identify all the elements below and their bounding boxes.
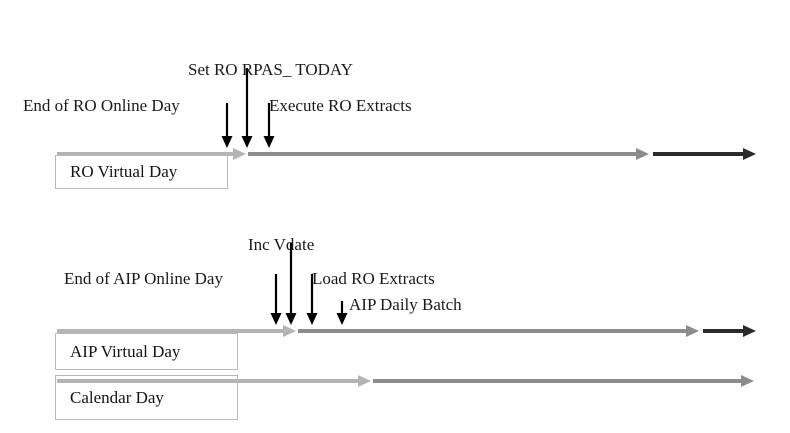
marker-label-end-of-ro-online-day: End of RO Online Day (23, 96, 180, 115)
ro-dark-segment (653, 148, 756, 160)
marker-arrow-end-of-ro-online-day (221, 103, 233, 148)
calendar-light-segment (57, 375, 371, 387)
day-box-label-ro-virtual-day: RO Virtual Day (70, 162, 178, 181)
marker-label-load-ro-extracts: Load RO Extracts (312, 269, 435, 288)
day-box-ro-virtual-day: RO Virtual Day (55, 155, 228, 189)
marker-label-aip-daily-batch: AIP Daily Batch (349, 295, 462, 314)
aip-dark-segment (703, 325, 756, 337)
marker-arrow-set-ro-rpas-today (241, 68, 253, 148)
aip-light-segment (57, 325, 296, 337)
marker-arrow-execute-ro-extracts (263, 103, 275, 148)
marker-label-execute-ro-extracts: Execute RO Extracts (269, 96, 412, 115)
day-box-label-aip-virtual-day: AIP Virtual Day (70, 341, 181, 361)
marker-arrow-inc-vdate (285, 243, 297, 325)
marker-arrow-aip-daily-batch (336, 301, 348, 325)
aip-mid-segment (298, 325, 699, 337)
day-box-calendar-day: Calendar Day (55, 375, 238, 420)
day-box-aip-virtual-day: AIP Virtual Day (55, 333, 238, 370)
day-box-label-calendar-day: Calendar Day (70, 387, 164, 407)
ro-mid-segment (248, 148, 649, 160)
marker-arrow-end-of-aip-online-day (270, 274, 282, 325)
marker-label-end-of-aip-online-day: End of AIP Online Day (64, 269, 223, 288)
marker-label-inc-vdate: Inc Vdate (248, 235, 315, 254)
marker-arrow-load-ro-extracts (306, 274, 318, 325)
marker-label-set-ro-rpas-today: Set RO RPAS_ TODAY (188, 60, 353, 79)
ro-light-segment (57, 148, 246, 160)
calendar-mid-segment (373, 375, 754, 387)
